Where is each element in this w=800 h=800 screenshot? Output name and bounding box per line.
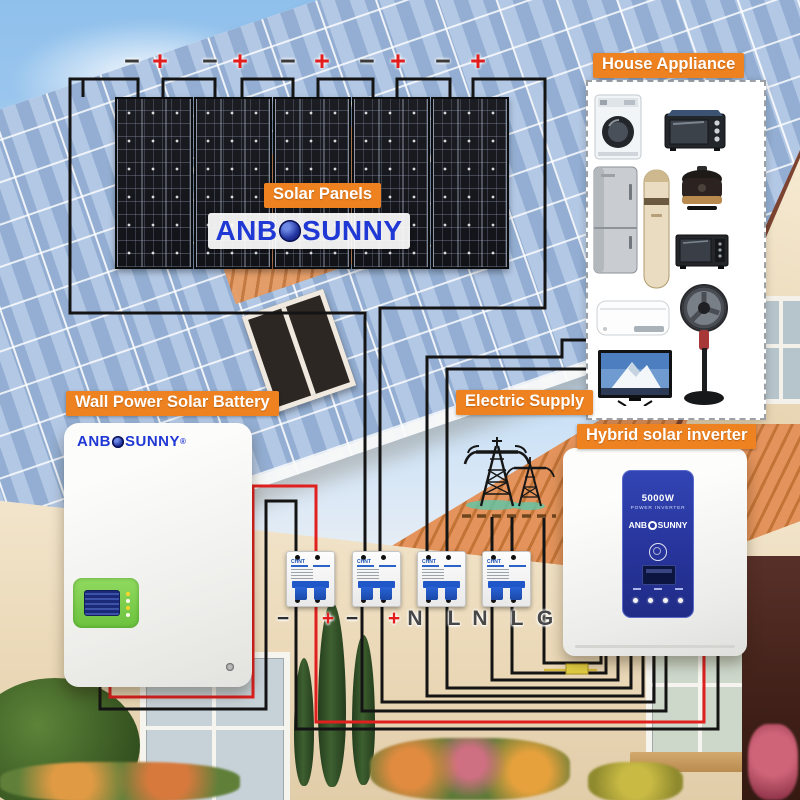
inverter-button: [663, 598, 668, 603]
brand-suffix: SUNNY: [125, 433, 181, 450]
led: [126, 592, 130, 596]
chimney: [0, 0, 36, 132]
flower-bed: [370, 738, 570, 800]
breaker-toggle: [488, 581, 525, 588]
house-appliance-label: House Appliance: [593, 53, 745, 78]
brand-suffix: SUNNY: [657, 520, 688, 531]
brand-suffix: SUNNY: [302, 215, 403, 246]
brand-o-globe-icon: [647, 521, 657, 530]
led: [126, 606, 130, 610]
breaker-spec-text: [357, 567, 379, 579]
inverter-lcd-screen: [642, 565, 676, 585]
air-conditioner-icon: [596, 300, 670, 336]
window-bar: [652, 683, 800, 688]
breaker-brand: CHNT: [422, 559, 436, 565]
washing-machine-icon: [594, 94, 642, 160]
polarity-mark: −: [202, 46, 218, 76]
breaker-spec-text: [487, 567, 509, 579]
polarity-mark: +: [314, 46, 330, 76]
television-icon: [598, 350, 672, 406]
breaker-brand: CHNT: [357, 559, 371, 565]
solar-panels-label: Solar Panels: [264, 183, 382, 208]
terminal-label: N: [472, 607, 488, 630]
bar: [633, 588, 641, 590]
inverter-button: [648, 598, 653, 603]
breaker-grid: CHNT: [482, 551, 531, 607]
brand-prefix: ANB: [628, 520, 647, 531]
polarity-mark: −: [435, 46, 451, 76]
led: [126, 599, 130, 603]
yellow-bush: [588, 762, 683, 800]
brand-o-globe-icon: [278, 219, 302, 243]
brand-o-globe-icon: [112, 435, 124, 448]
water-heater-icon: [643, 169, 670, 289]
inverter-front-panel: 5000W POWER INVERTER ANB SUNNY: [622, 470, 694, 618]
terminal-label: G: [536, 607, 554, 630]
breaker-spec-text: [291, 567, 313, 579]
polarity-mark: −: [124, 46, 140, 76]
house-appliance-box: [586, 80, 766, 420]
wall-battery-unit: ANB SUNNY®: [64, 423, 252, 687]
registered-mark: ®: [180, 436, 187, 446]
battery-lcd-screen: [85, 591, 119, 615]
microwave-icon: [675, 234, 729, 269]
polarity-mark: +: [232, 46, 248, 76]
led: [126, 613, 130, 617]
battery-brand-logo: ANB SUNNY®: [77, 434, 186, 449]
terminal-label: +: [387, 607, 401, 630]
oven-icon: [664, 110, 726, 151]
polarity-mark: +: [152, 46, 168, 76]
battery-screw: [226, 663, 234, 671]
stand-fan-icon: [680, 284, 728, 405]
terminal-label: L: [447, 607, 461, 630]
breaker-toggle: [423, 581, 460, 588]
bar: [654, 588, 662, 590]
brand-prefix: ANB: [215, 215, 278, 246]
breaker-brand: CHNT: [487, 559, 501, 565]
brand-logo: ANB SUNNY: [215, 217, 402, 245]
terminal-label: N: [407, 607, 423, 630]
inverter-circular-logo-icon: [649, 543, 667, 561]
solar-panel-1: [115, 97, 193, 269]
terminal-label: +: [321, 607, 335, 630]
polarity-mark: −: [359, 46, 375, 76]
rice-cooker-icon: [682, 166, 722, 210]
terminal-label: L: [510, 607, 524, 630]
battery-control-panel: [73, 578, 139, 628]
polarity-mark: +: [390, 46, 406, 76]
window-bar: [212, 658, 217, 800]
pink-flowers: [748, 724, 798, 800]
inverter-power-rating: 5000W: [641, 493, 675, 504]
inverter-type-text: POWER INVERTER: [630, 506, 686, 511]
electric-supply-label: Electric Supply: [456, 390, 594, 415]
brand-logo-plate: ANB SUNNY: [208, 213, 410, 249]
breaker-load: CHNT: [417, 551, 466, 607]
hybrid-inverter-unit: 5000W POWER INVERTER ANB SUNNY: [563, 448, 747, 656]
refrigerator-icon: [593, 166, 638, 274]
breaker-pv: CHNT: [352, 551, 401, 607]
wall-battery-label: Wall Power Solar Battery: [66, 391, 279, 416]
breaker-toggle: [358, 581, 395, 588]
breaker-spec-text: [422, 567, 444, 579]
bar: [675, 588, 683, 590]
solar-panel-5: [431, 97, 509, 269]
brand-prefix: ANB: [77, 433, 111, 450]
terminal-label: −: [276, 607, 290, 630]
flower-bed: [0, 762, 240, 800]
inverter-button: [633, 598, 638, 603]
terminal-label: −: [345, 607, 359, 630]
breaker-battery: CHNT: [286, 551, 335, 607]
polarity-mark: +: [470, 46, 486, 76]
polarity-mark: −: [280, 46, 296, 76]
inverter-brand-logo: ANB SUNNY: [623, 521, 693, 530]
hybrid-inverter-label: Hybrid solar inverter: [577, 424, 757, 449]
inverter-button: [678, 598, 683, 603]
